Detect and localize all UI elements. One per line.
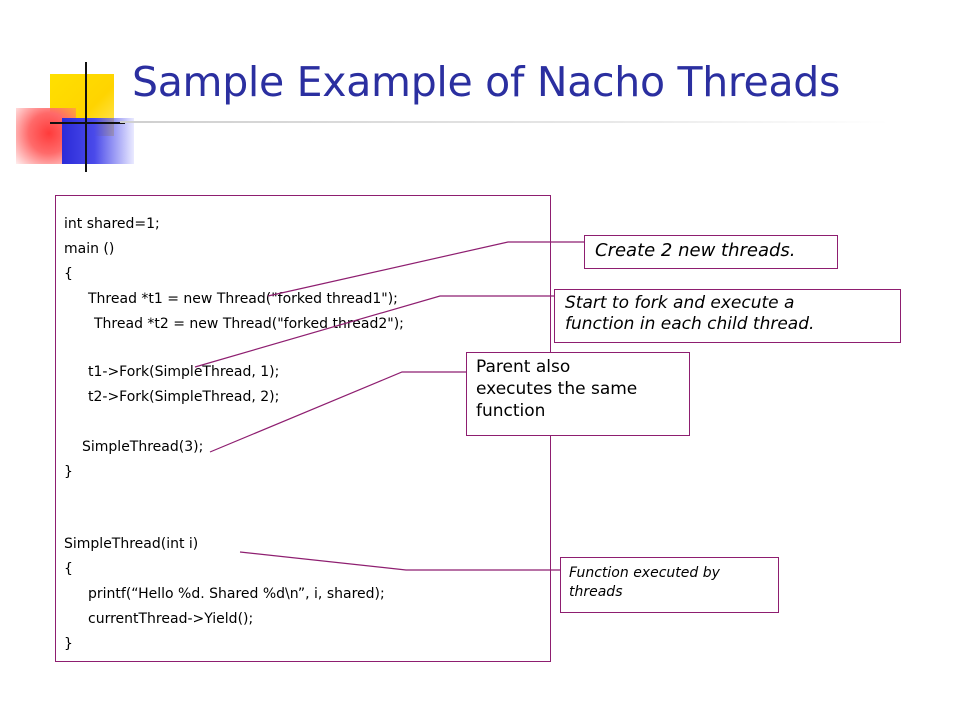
slide-title: Sample Example of Nacho Threads	[132, 58, 841, 106]
callout-function-line1: Function executed by	[569, 565, 720, 581]
callout-fork-execute: Start to fork and execute a function in …	[554, 289, 901, 343]
code-line: SimpleThread(3);	[82, 439, 204, 455]
callout-parent-line3: function	[476, 401, 546, 421]
code-line: }	[64, 464, 73, 480]
code-line: int shared=1;	[64, 216, 160, 232]
code-line: Thread *t2 = new Thread("forked thread2"…	[94, 316, 404, 332]
callout-function-executed: Function executed by threads	[560, 557, 779, 613]
title-underline-rule	[120, 121, 890, 123]
logo-vertical-line	[85, 62, 87, 172]
callout-parent-executes: Parent also executes the same function	[466, 352, 690, 436]
code-line: main ()	[64, 241, 115, 257]
callout-parent-line2: executes the same	[476, 379, 638, 399]
code-line: SimpleThread(int i)	[64, 536, 199, 552]
callout-fork-execute-line1: Start to fork and execute a	[565, 293, 795, 313]
code-line: printf(“Hello %d. Shared %d\n”, i, share…	[88, 586, 385, 602]
code-line: currentThread->Yield();	[88, 611, 254, 627]
code-line: t2->Fork(SimpleThread, 2);	[88, 389, 280, 405]
code-line: {	[64, 561, 73, 577]
callout-create-threads: Create 2 new threads.	[584, 235, 838, 269]
code-line: }	[64, 636, 73, 652]
callout-fork-execute-line2: function in each child thread.	[565, 314, 815, 334]
callout-function-line2: threads	[569, 584, 623, 600]
code-line: {	[64, 266, 73, 282]
callout-parent-line1: Parent also	[476, 357, 571, 377]
logo-horizontal-line	[50, 122, 125, 124]
logo-blue-square	[62, 118, 134, 164]
slide-logo	[0, 0, 150, 180]
callout-create-threads-text: Create 2 new threads.	[595, 240, 796, 261]
code-line: Thread *t1 = new Thread("forked thread1"…	[88, 291, 398, 307]
code-line: t1->Fork(SimpleThread, 1);	[88, 364, 280, 380]
